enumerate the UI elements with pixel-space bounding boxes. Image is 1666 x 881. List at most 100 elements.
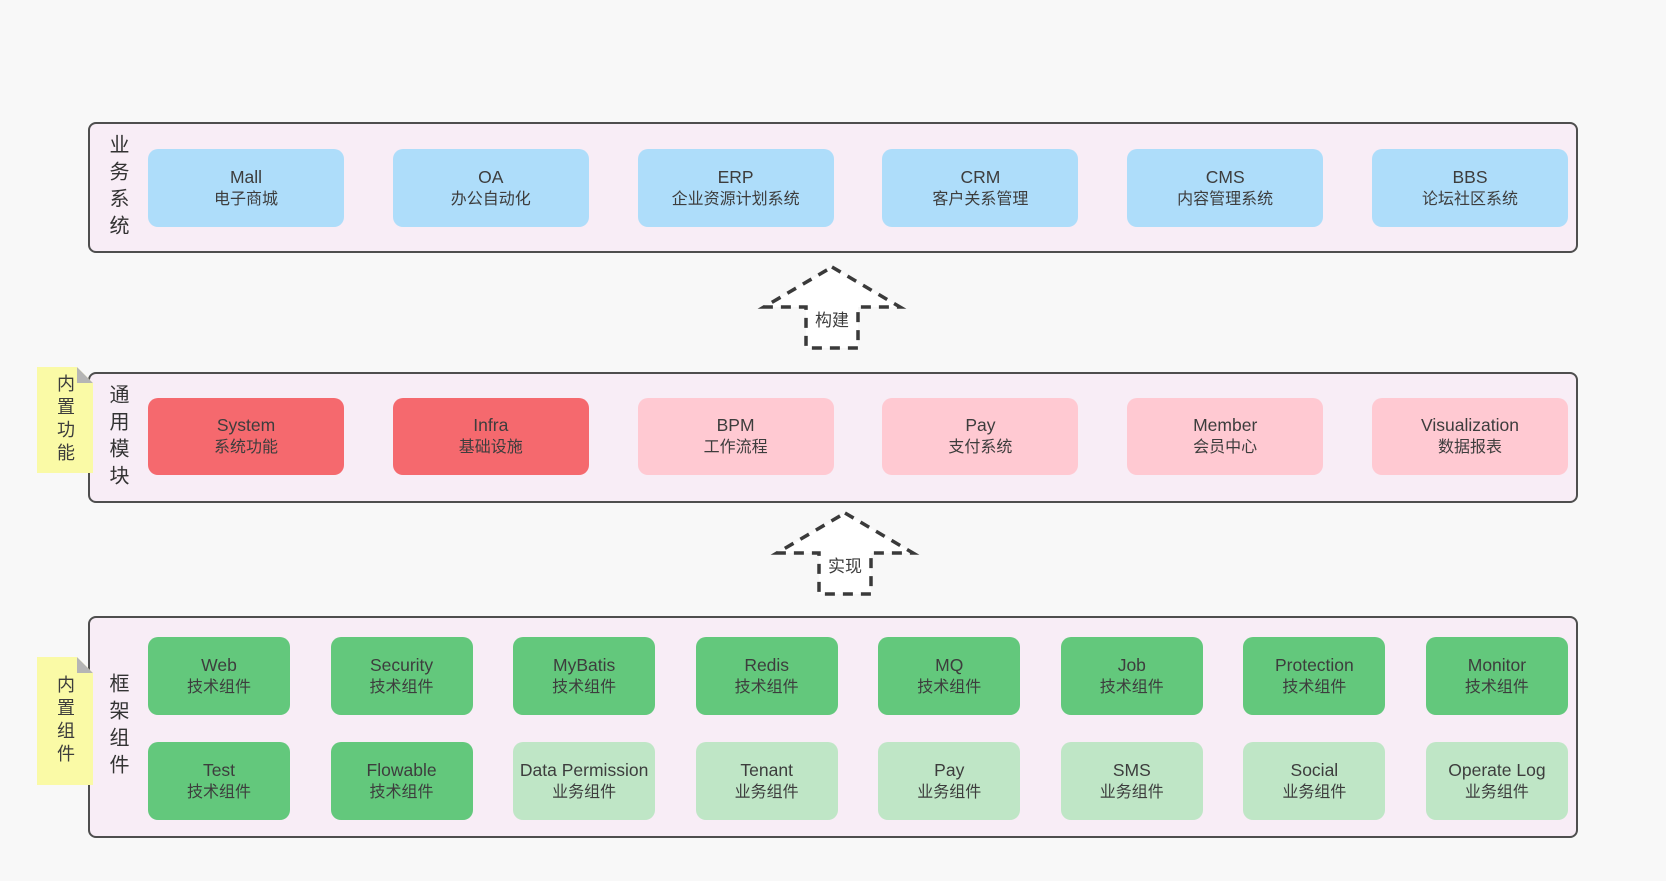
module-row: Mall 电子商城 OA 办公自动化 ERP 企业资源计划系统 CRM 客户关系管理 CMS 内容… [148, 149, 1568, 227]
arrow-label: 构建 [815, 311, 849, 330]
module-name: Visualization [1421, 415, 1519, 436]
module-name: SMS [1112, 759, 1151, 780]
module-desc: 论坛社区系统 [1421, 190, 1518, 208]
module-desc: 电子商城 [213, 190, 278, 208]
module-desc: 业务组件 [1464, 783, 1529, 801]
module-desc: 技术组件 [369, 678, 434, 696]
module-desc: 工作流程 [703, 439, 768, 457]
module-desc: 系统功能 [213, 439, 278, 457]
module-name: Member [1193, 415, 1258, 436]
module-desc: 技术组件 [1464, 678, 1529, 696]
module-name: Social [1290, 759, 1339, 780]
module-desc: 业务组件 [1282, 783, 1347, 801]
module-name: Pay [934, 759, 965, 780]
module-desc: 技术组件 [186, 678, 251, 696]
module-desc: 企业资源计划系统 [671, 190, 800, 208]
module-name: Monitor [1467, 654, 1527, 675]
arrow-label: 实现 [828, 557, 862, 576]
module-name: BBS [1452, 166, 1488, 187]
module-box-web: Web 技术组件 [148, 637, 290, 715]
arrow-implement-shape [770, 510, 920, 596]
module-name: Flowable [366, 759, 437, 780]
band-business-systems: 业务系统 Mall 电子商城 OA 办公自动化 ERP 企业资源计划系统 CRM 客户关系管理… [88, 122, 1578, 253]
module-name: BPM [716, 415, 755, 436]
module-desc: 内容管理系统 [1177, 190, 1274, 208]
module-name: MQ [935, 654, 964, 675]
module-box-data-permission: Data Permission 业务组件 [513, 742, 656, 820]
band-title-framework-components: 框架组件 [106, 673, 128, 781]
module-box-cms: CMS 内容管理系统 [1127, 149, 1324, 227]
module-name: OA [478, 166, 504, 187]
module-box-security: Security 技术组件 [330, 637, 473, 715]
module-box-flowable: Flowable 技术组件 [330, 742, 473, 820]
module-desc: 业务组件 [1099, 783, 1164, 801]
module-desc: 业务组件 [734, 783, 799, 801]
module-name: Web [201, 654, 237, 675]
module-box-bbs: BBS 论坛社区系统 [1371, 149, 1568, 227]
module-name: Redis [744, 654, 790, 675]
arrow-implement: 实现 [770, 510, 920, 598]
arrow-build-shape [757, 264, 907, 350]
module-name: Pay [965, 415, 996, 436]
module-box-member: Member 会员中心 [1127, 398, 1324, 475]
module-box-system: System 系统功能 [148, 398, 344, 475]
module-name: Data Permission [519, 759, 649, 780]
module-desc: 技术组件 [186, 783, 251, 801]
module-name: Job [1117, 654, 1146, 675]
sticky-note-built-in-features: 内置功能 [37, 367, 93, 473]
module-box-pay: Pay 业务组件 [878, 742, 1021, 820]
module-name: Test [202, 759, 236, 780]
module-desc: 办公自动化 [450, 190, 531, 208]
module-box-oa: OA 办公自动化 [392, 149, 589, 227]
module-name: System [216, 415, 276, 436]
band-title-business-systems: 业务系统 [106, 133, 128, 242]
module-name: Mall [229, 166, 263, 187]
module-desc: 技术组件 [1099, 678, 1164, 696]
module-box-tenant: Tenant 业务组件 [695, 742, 838, 820]
arrow-build: 构建 [757, 264, 907, 352]
module-name: Tenant [740, 759, 793, 780]
module-box-mall: Mall 电子商城 [148, 149, 344, 227]
module-box-sms: SMS 业务组件 [1060, 742, 1203, 820]
module-desc: 支付系统 [948, 439, 1013, 457]
module-box-monitor: Monitor 技术组件 [1425, 637, 1568, 715]
module-desc: 技术组件 [1282, 678, 1347, 696]
module-name: CMS [1205, 166, 1245, 187]
band-title-common-modules: 通用模块 [106, 383, 128, 492]
module-name: Protection [1274, 654, 1354, 675]
module-box-social: Social 业务组件 [1243, 742, 1386, 820]
module-box-test: Test 技术组件 [148, 742, 290, 820]
module-desc: 业务组件 [552, 783, 617, 801]
module-desc: 客户关系管理 [932, 190, 1029, 208]
module-box-protection: Protection 技术组件 [1243, 637, 1386, 715]
sticky-note-built-in-components: 内置组件 [37, 657, 93, 785]
module-name: Security [369, 654, 434, 675]
module-box-operate-log: Operate Log 业务组件 [1425, 742, 1568, 820]
module-box-mq: MQ 技术组件 [878, 637, 1021, 715]
module-desc: 业务组件 [917, 783, 982, 801]
module-name: Infra [473, 415, 509, 436]
module-name: ERP [717, 166, 754, 187]
module-box-pay: Pay 支付系统 [882, 398, 1079, 475]
module-desc: 技术组件 [552, 678, 617, 696]
sticky-note-label: 内置组件 [55, 675, 75, 767]
module-name: CRM [960, 166, 1001, 187]
sticky-note-label: 内置功能 [55, 374, 75, 466]
module-desc: 技术组件 [369, 783, 434, 801]
module-desc: 技术组件 [917, 678, 982, 696]
module-box-crm: CRM 客户关系管理 [882, 149, 1079, 227]
module-box-job: Job 技术组件 [1060, 637, 1203, 715]
module-box-bpm: BPM 工作流程 [637, 398, 834, 475]
module-desc: 会员中心 [1193, 439, 1258, 457]
module-name: Operate Log [1448, 759, 1546, 780]
